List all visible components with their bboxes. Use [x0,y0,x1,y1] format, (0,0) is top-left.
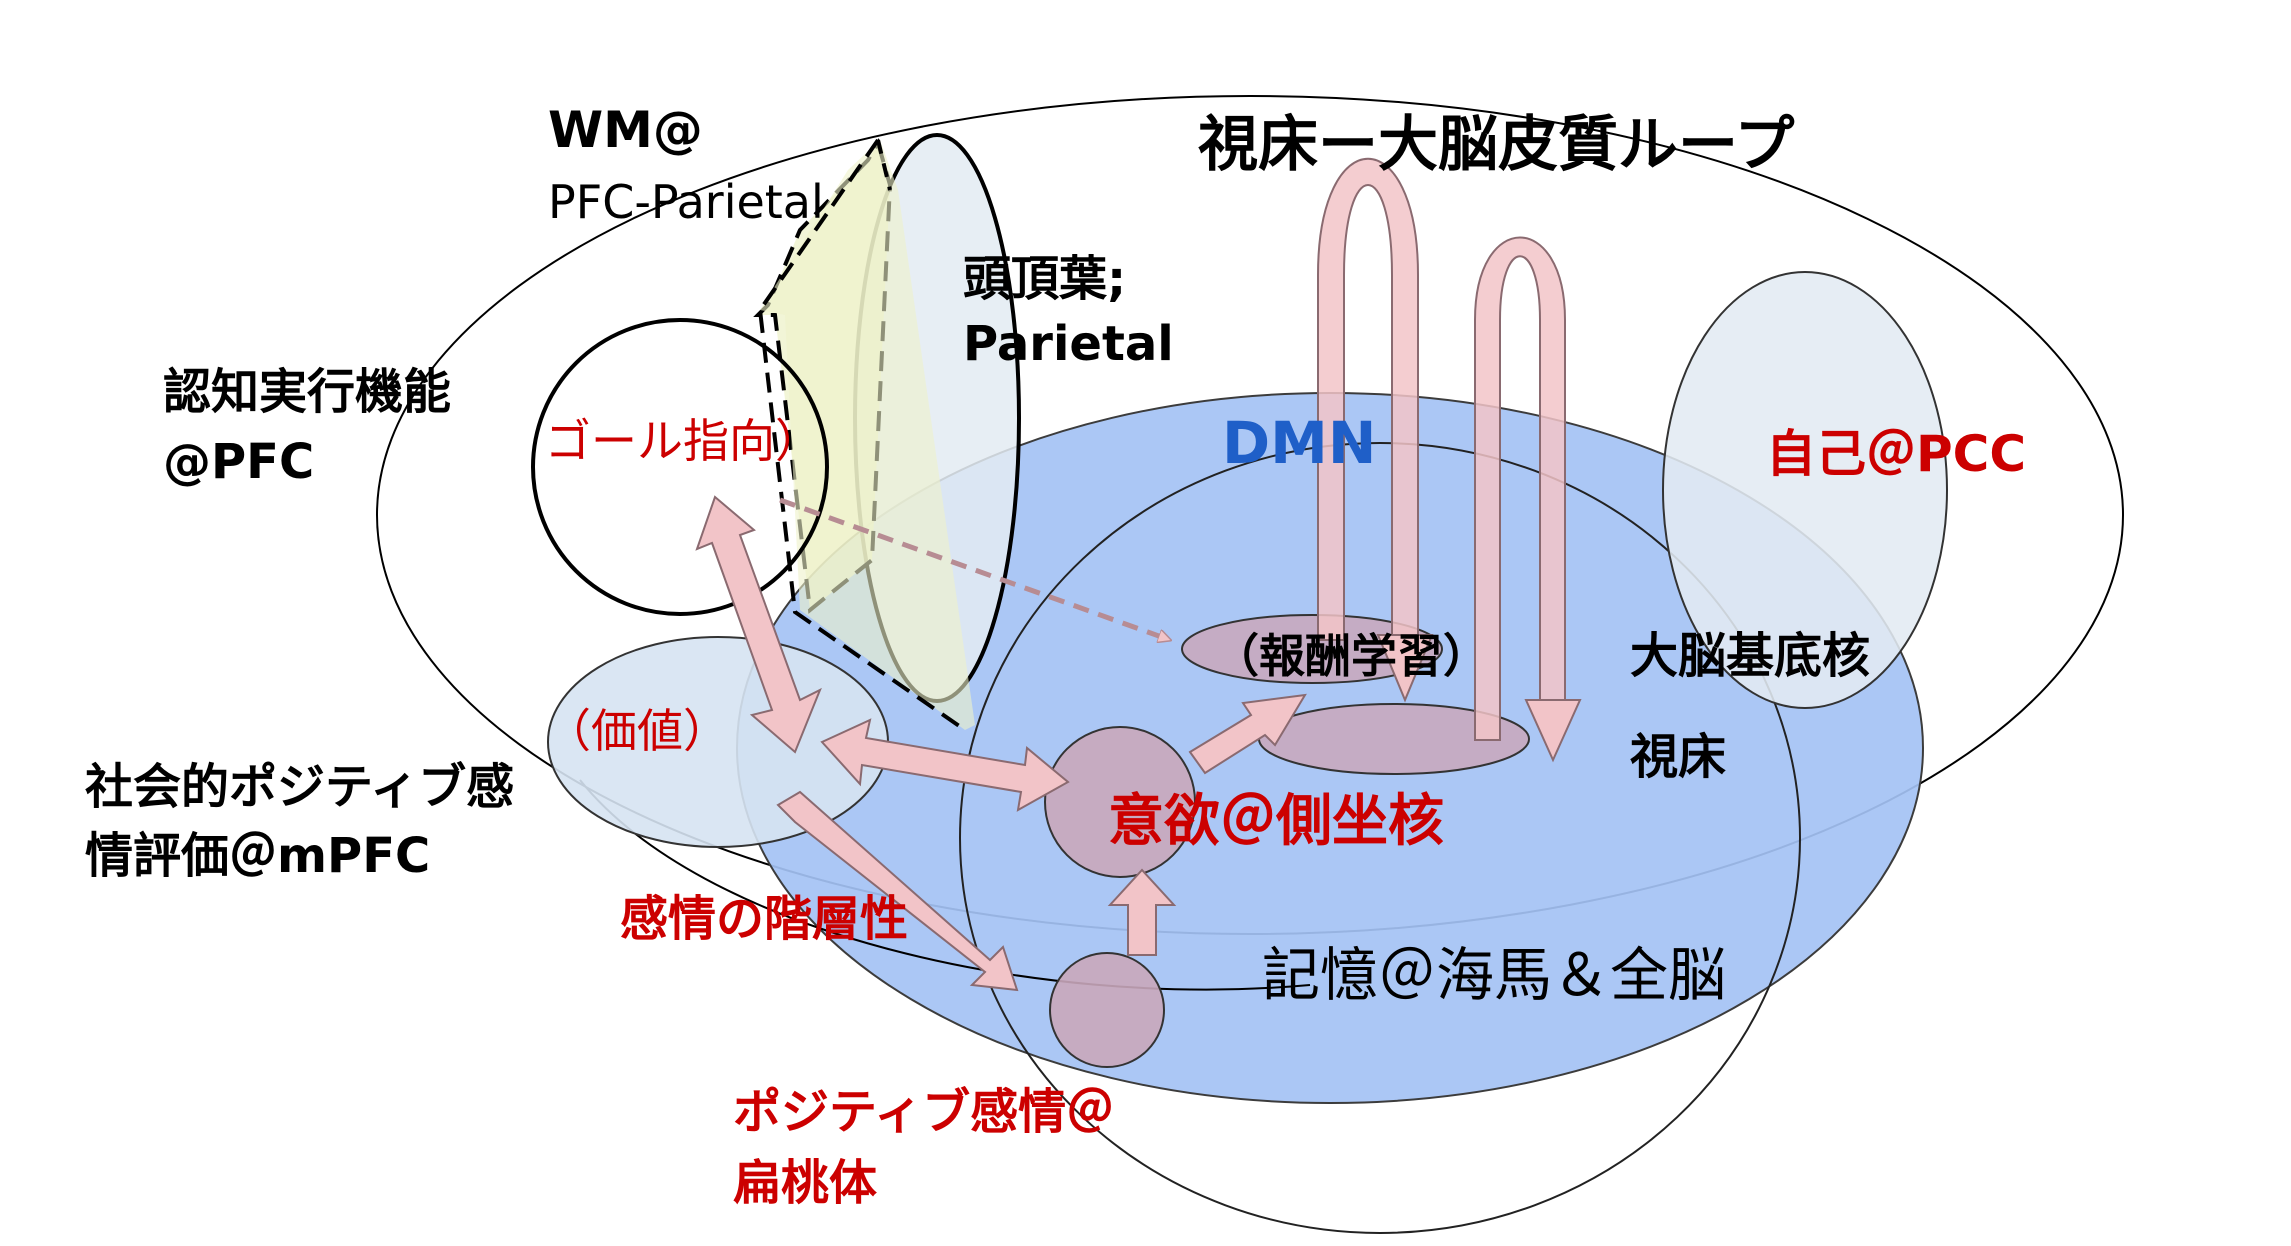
wm-label: WM@ [548,101,703,159]
nucleus-accumbens-circle [1044,726,1196,878]
self-pcc-ellipse [1662,271,1948,709]
social-label: 社会的ポジティブ感 [85,759,514,815]
cognitive-label: 認知実行機能 [163,364,451,420]
arrow-goal-value [695,495,822,754]
value-label: （価値） [545,704,729,758]
amygdala-circle [1049,952,1165,1068]
arrow-accumbens-reward [1188,693,1307,775]
dashed-arrow-goal-reward [779,497,1170,640]
parietal-sublabel: Parietal [963,316,1174,372]
emotion-hierarchy-label: 感情の階層性 [620,891,908,947]
loop-arrow-large [1317,158,1419,641]
cognitive-sublabel: @PFC [163,434,314,490]
arrow-value-amygdala [776,790,1019,992]
positive-emotion-label: ポジティブ感情＠ [733,1084,1114,1140]
motivation-label: 意欲＠側坐核 [1108,789,1444,854]
loop-arrow-large-head [1376,634,1434,703]
memory-label: 記憶＠海馬＆全脳 [1262,941,1726,1009]
arrow-amygdala-accumbens [1107,868,1177,956]
dmn-label: DMN [1222,409,1376,477]
arrow-value-accumbens [820,718,1070,812]
loop-title: 視床ー大脳皮質ループ [1198,110,1794,180]
reward-learning-ellipse [1181,614,1443,684]
parietal-label: 頭頂葉; [963,251,1126,307]
social-sublabel: 情評価＠mPFC [85,828,430,884]
positive-emotion-sublabel: 扁桃体 [733,1155,877,1211]
cognitive-pfc-circle [531,318,829,616]
wm-region-outline [757,138,967,732]
memory-ellipse [959,442,1801,1234]
thalamus-label: 視床 [1630,729,1726,785]
goal-label: ゴール指向） [545,414,821,468]
emotion-hierarchy-arc [579,779,1311,991]
wm-region-outline-top [876,139,892,191]
reward-label: （報酬学習） [1213,629,1489,683]
wm-sublabel: PFC-Parietal [548,175,824,229]
wm-region-body [760,140,975,730]
loop-arrow-small [1474,236,1566,741]
self-label: 自己＠PCC [1766,425,2026,483]
basal-ganglia-label: 大脳基底核 [1630,628,1870,684]
loop-arrow-small-head [1524,699,1582,763]
